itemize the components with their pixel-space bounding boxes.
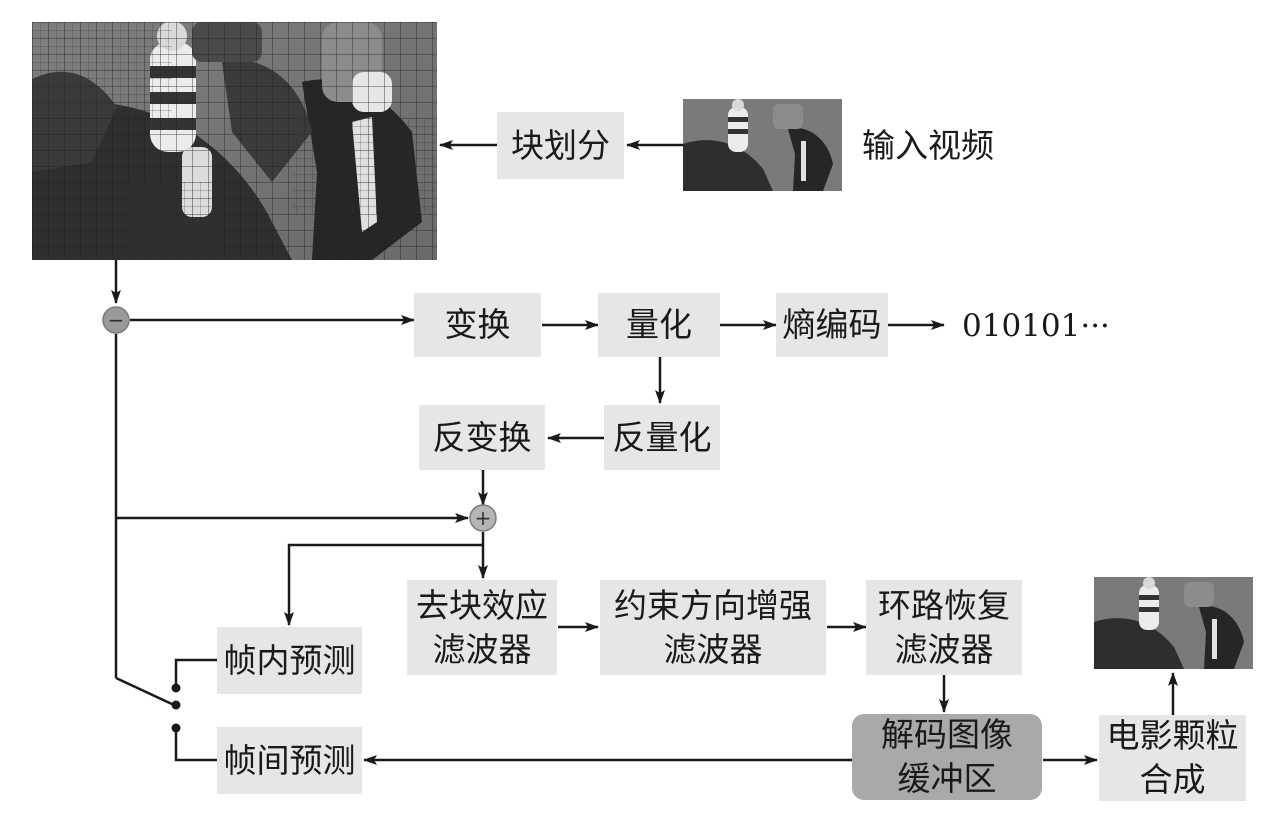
- quantize-label: 量化: [626, 305, 692, 344]
- decoded-picture-buffer-box: 解码图像 缓冲区: [852, 714, 1042, 800]
- input-video-thumbnail: [683, 99, 842, 191]
- inverse-quantize-box: 反量化: [604, 405, 720, 470]
- switch-contact-inter: [171, 723, 181, 733]
- transform-label: 变换: [444, 305, 511, 344]
- bitstream-label: 010101···: [962, 308, 1110, 344]
- entropy-coding-box: 熵编码: [776, 293, 888, 357]
- decoded-picture-buffer-line2: 缓冲区: [897, 759, 997, 798]
- partitioned-frame-image: [32, 22, 437, 260]
- deblocking-filter-line1: 去块效应: [416, 585, 548, 625]
- inverse-quantize-label: 反量化: [612, 417, 712, 457]
- cdef-filter-line2: 滤波器: [663, 629, 763, 669]
- entropy-coding-label: 熵编码: [782, 305, 882, 344]
- deblocking-filter-line2: 滤波器: [432, 629, 532, 669]
- intra-prediction-box: 帧内预测: [217, 627, 362, 694]
- output-video-thumbnail: [1094, 577, 1253, 669]
- inter-prediction-label: 帧间预测: [223, 740, 356, 780]
- loop-restoration-line1: 环路恢复: [878, 585, 1010, 625]
- block-partition-box: 块划分: [497, 112, 624, 179]
- input-video-label: 输入视频: [862, 126, 994, 165]
- loop-restoration-filter-box: 环路恢复 滤波器: [866, 580, 1022, 675]
- transform-box: 变换: [414, 293, 541, 357]
- inter-prediction-box: 帧间预测: [217, 727, 362, 794]
- block-partition-label: 块划分: [511, 125, 610, 165]
- film-grain-synthesis-box: 电影颗粒 合成: [1099, 715, 1246, 801]
- cdef-filter-line1: 约束方向增强: [614, 585, 812, 625]
- deblocking-filter-box: 去块效应 滤波器: [407, 580, 557, 675]
- film-grain-line1: 电影颗粒: [1106, 716, 1239, 755]
- cdef-filter-box: 约束方向增强 滤波器: [600, 580, 826, 675]
- quantize-box: 量化: [598, 293, 720, 357]
- intra-prediction-label: 帧内预测: [223, 640, 356, 680]
- switch-pivot: [171, 700, 181, 710]
- decoded-picture-buffer-line1: 解码图像: [881, 715, 1013, 754]
- inverse-transform-label: 反变换: [432, 417, 532, 457]
- inverse-transform-box: 反变换: [419, 405, 545, 470]
- loop-restoration-line2: 滤波器: [894, 629, 994, 669]
- switch-contact-intra: [171, 683, 181, 693]
- film-grain-line2: 合成: [1139, 760, 1206, 799]
